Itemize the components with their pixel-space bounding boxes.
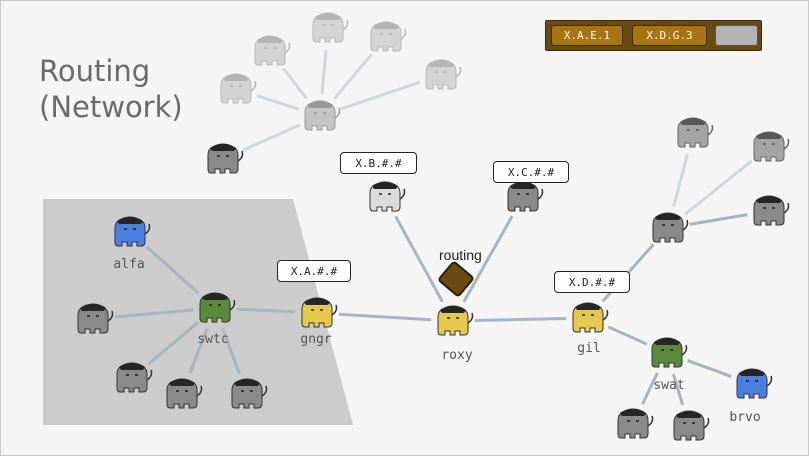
node-swtc-l1-icon[interactable] <box>77 303 114 334</box>
link-swtc-swtc-l4 <box>221 328 241 374</box>
link-b-hub-b-l2 <box>256 94 300 111</box>
node-swat-icon[interactable] <box>651 337 688 368</box>
address-badge-c: X.C.#.# <box>493 161 569 183</box>
title-line-2: (Network) <box>39 90 183 124</box>
address-badge-a: X.A.#.# <box>277 260 351 282</box>
link-b-hub-b-l1 <box>242 123 301 152</box>
link-swat-brvo <box>687 359 732 378</box>
link-b-hub-b-l4 <box>320 49 328 95</box>
page-title: Routing (Network) <box>39 53 183 125</box>
node-b-host-icon[interactable] <box>369 181 406 212</box>
node-swtc-l2-icon[interactable] <box>116 362 153 393</box>
node-label-roxy: roxy <box>441 348 473 363</box>
address-button-empty[interactable] <box>715 25 758 46</box>
node-b-l6-icon[interactable] <box>425 59 462 90</box>
node-swat-l1-icon[interactable] <box>617 408 654 439</box>
node-b-l5-icon[interactable] <box>370 21 407 52</box>
address-button-xdg3[interactable]: X.D.G.3 <box>632 25 707 46</box>
node-swat-l2-icon[interactable] <box>673 410 710 441</box>
node-alfa-icon[interactable] <box>114 216 151 247</box>
nodes <box>77 12 790 441</box>
link-b-hub-b-l5 <box>332 52 374 101</box>
link-swtc-swtc-l2 <box>147 321 200 365</box>
node-b-l1-icon[interactable] <box>207 143 244 174</box>
routing-label: routing <box>439 247 482 263</box>
node-label-swat: swat <box>653 378 685 393</box>
node-d-l2-icon[interactable] <box>753 131 790 162</box>
link-swtc-swtc-l1 <box>114 308 194 319</box>
address-badge-d: X.D.#.# <box>554 271 630 293</box>
node-swtc-l4-icon[interactable] <box>231 378 268 409</box>
node-swtc-icon[interactable] <box>199 292 236 323</box>
node-roxy-icon[interactable] <box>437 305 474 336</box>
node-label-gil: gil <box>577 341 601 356</box>
link-roxy-c-host <box>462 215 514 303</box>
link-gngr-roxy <box>338 312 432 322</box>
node-label-gngr: gngr <box>300 332 332 347</box>
address-toolbar: X.A.E.1 X.D.G.3 <box>545 20 762 51</box>
node-label-swtc: swtc <box>197 332 229 347</box>
link-roxy-gil <box>474 316 567 323</box>
link-swat-swat-l2 <box>671 373 685 406</box>
link-gil-swat <box>607 325 648 346</box>
node-d-l3-icon[interactable] <box>753 195 790 226</box>
address-button-xae1[interactable]: X.A.E.1 <box>551 25 623 46</box>
links <box>114 49 753 406</box>
node-swtc-l3-icon[interactable] <box>166 378 203 409</box>
link-d-hub-d-l3 <box>689 213 748 226</box>
node-c-host-icon[interactable] <box>507 181 544 212</box>
link-alfa-swtc <box>145 245 200 295</box>
link-swtc-swtc-l3 <box>188 328 209 374</box>
node-label-alfa: alfa <box>113 257 145 272</box>
link-swat-swat-l1 <box>641 372 659 405</box>
node-brvo-icon[interactable] <box>736 368 773 399</box>
node-b-hub-icon[interactable] <box>304 100 341 131</box>
link-d-hub-d-l1 <box>672 153 689 208</box>
node-b-l2-icon[interactable] <box>220 73 257 104</box>
node-d-hub-icon[interactable] <box>652 212 689 243</box>
node-gngr-icon[interactable] <box>301 297 338 328</box>
router-icon[interactable] <box>438 261 474 297</box>
node-gil-icon[interactable] <box>572 302 609 333</box>
link-swtc-gngr <box>236 307 296 314</box>
node-d-l1-icon[interactable] <box>677 117 714 148</box>
link-d-hub-d-l2 <box>684 159 753 216</box>
node-b-l4-icon[interactable] <box>312 12 349 43</box>
address-badge-b: X.B.#.# <box>340 152 417 174</box>
node-b-l3-icon[interactable] <box>254 35 291 66</box>
title-line-1: Routing <box>39 54 151 88</box>
link-b-hub-b-l3 <box>282 67 308 100</box>
link-b-hub-b-l6 <box>340 80 421 111</box>
node-label-brvo: brvo <box>729 410 761 425</box>
link-roxy-b-host <box>394 215 444 303</box>
